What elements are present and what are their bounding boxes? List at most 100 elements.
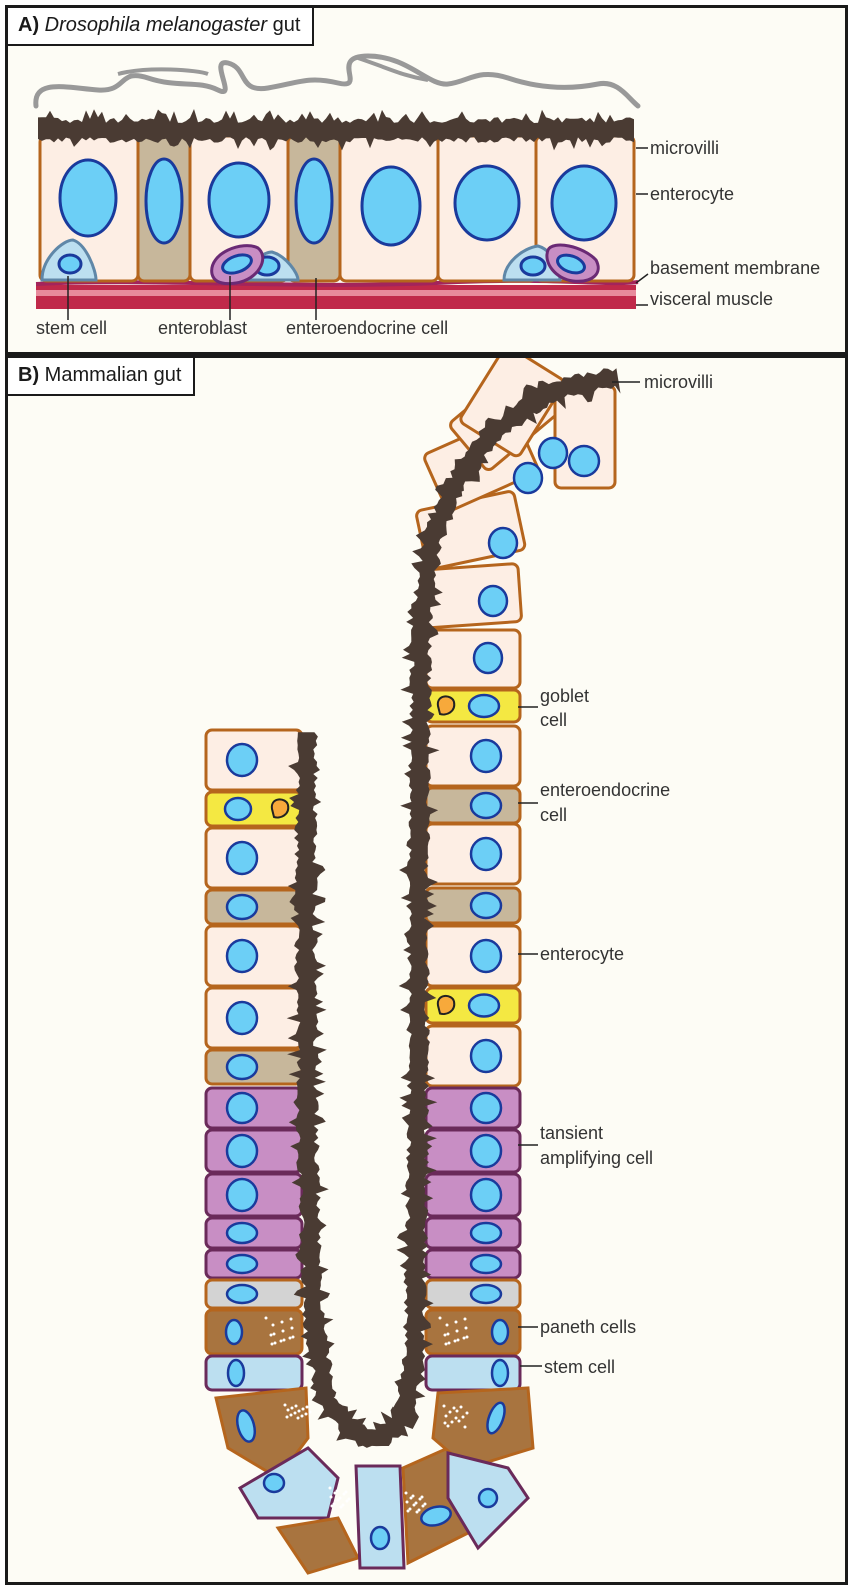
nucleus <box>296 159 332 243</box>
paneth-granule <box>281 1321 284 1324</box>
paneth-granule <box>302 1408 305 1411</box>
nucleus <box>227 895 257 919</box>
nucleus <box>471 1223 501 1243</box>
paneth-granule <box>412 1495 415 1498</box>
paneth-granule <box>280 1340 283 1343</box>
nucleus <box>227 1179 257 1211</box>
lumen-food-squiggle-2 <box>118 58 428 80</box>
paneth-granule <box>305 1413 308 1416</box>
paneth-granule <box>333 1503 336 1506</box>
nucleus <box>492 1320 508 1344</box>
nucleus <box>471 940 501 972</box>
nucleus <box>569 446 599 476</box>
paneth-granule <box>456 1410 459 1413</box>
paneth-granule <box>339 1497 342 1500</box>
paneth-granule <box>406 1501 409 1504</box>
label-enteroblast: enteroblast <box>158 318 247 338</box>
paneth-granule <box>465 1327 468 1330</box>
label-stem-cell: stem cell <box>36 318 107 338</box>
paneth-granule <box>274 1342 277 1345</box>
paneth-granule <box>449 1411 452 1414</box>
nucleus <box>226 1320 242 1344</box>
paneth-granule <box>292 1336 295 1339</box>
nucleus <box>471 793 501 818</box>
nucleus <box>539 438 567 468</box>
paneth-granule <box>446 1324 449 1327</box>
stem-cell <box>356 1466 404 1568</box>
nucleus <box>227 1135 257 1167</box>
nucleus <box>469 995 499 1017</box>
paneth-granule <box>421 1496 424 1499</box>
paneth-granule <box>405 1492 408 1495</box>
nucleus <box>471 838 501 870</box>
paneth-granule <box>282 1330 285 1333</box>
paneth-cell <box>278 1518 358 1573</box>
nucleus <box>225 798 251 820</box>
paneth-granule <box>447 1425 450 1428</box>
paneth-granule <box>454 1340 457 1343</box>
paneth-granule <box>444 1422 447 1425</box>
label-enteroendocrine-cell: enteroendocrine cell <box>286 318 448 338</box>
paneth-granule <box>287 1409 290 1412</box>
nucleus <box>371 1527 389 1549</box>
nucleus <box>479 586 507 616</box>
paneth-granule <box>445 1343 448 1346</box>
paneth-granule <box>448 1342 451 1345</box>
paneth-granule <box>301 1415 304 1418</box>
paneth-granule <box>284 1404 287 1407</box>
nucleus <box>471 1179 501 1211</box>
stem-cell <box>206 1356 302 1390</box>
label-microvilli: microvilli <box>644 372 713 392</box>
paneth-granule <box>466 1412 469 1415</box>
paneth-granule <box>439 1317 442 1320</box>
visceral-muscle <box>36 285 636 309</box>
panel-a-drosophila-gut: A) Drosophila melanogaster gut <box>5 5 848 355</box>
nucleus <box>59 255 81 273</box>
paneth-granule <box>298 1410 301 1413</box>
paneth-granule <box>455 1321 458 1324</box>
nucleus <box>514 463 542 493</box>
nucleus <box>471 893 501 918</box>
paneth-granule <box>348 1498 351 1501</box>
nucleus <box>227 1255 257 1273</box>
label-goblet-cell: cell <box>540 710 567 730</box>
nucleus <box>471 1285 501 1303</box>
nucleus <box>227 1285 257 1303</box>
lumen-food-squiggle <box>36 56 638 106</box>
paneth-granule <box>409 1508 412 1511</box>
goblet-granule <box>438 996 454 1014</box>
panel-b-mammalian-gut: B) Mammalian gut microvilli goblet cell … <box>5 355 848 1585</box>
paneth-granule <box>464 1318 467 1321</box>
paneth-granule <box>342 1504 345 1507</box>
nucleus <box>60 160 116 236</box>
paneth-granule <box>451 1421 454 1424</box>
paneth-granule <box>283 1339 286 1342</box>
nucleus <box>455 166 519 240</box>
paneth-granule <box>291 1407 294 1410</box>
paneth-granule <box>445 1415 448 1418</box>
paneth-granule <box>456 1330 459 1333</box>
nucleus <box>227 842 257 874</box>
paneth-granule <box>297 1417 300 1420</box>
nucleus <box>471 740 501 772</box>
paneth-granule <box>462 1416 465 1419</box>
visceral-muscle-highlight <box>36 290 636 296</box>
paneth-granule <box>447 1333 450 1336</box>
paneth-granule <box>295 1405 298 1408</box>
label-microvilli: microvilli <box>650 138 719 158</box>
paneth-cell <box>206 1310 302 1354</box>
paneth-granule <box>273 1333 276 1336</box>
nucleus <box>521 257 545 275</box>
label-amplifying-cell: amplifying cell <box>540 1148 653 1168</box>
paneth-granule <box>290 1318 293 1321</box>
paneth-granule <box>464 1426 467 1429</box>
paneth-granule <box>329 1487 332 1490</box>
nucleus <box>471 1255 501 1273</box>
nucleus <box>492 1360 508 1386</box>
nucleus <box>471 1135 501 1167</box>
paneth-granule <box>455 1417 458 1420</box>
nucleus <box>227 940 257 972</box>
paneth-granule <box>418 1509 421 1512</box>
nucleus <box>552 166 616 240</box>
nucleus <box>227 744 257 776</box>
